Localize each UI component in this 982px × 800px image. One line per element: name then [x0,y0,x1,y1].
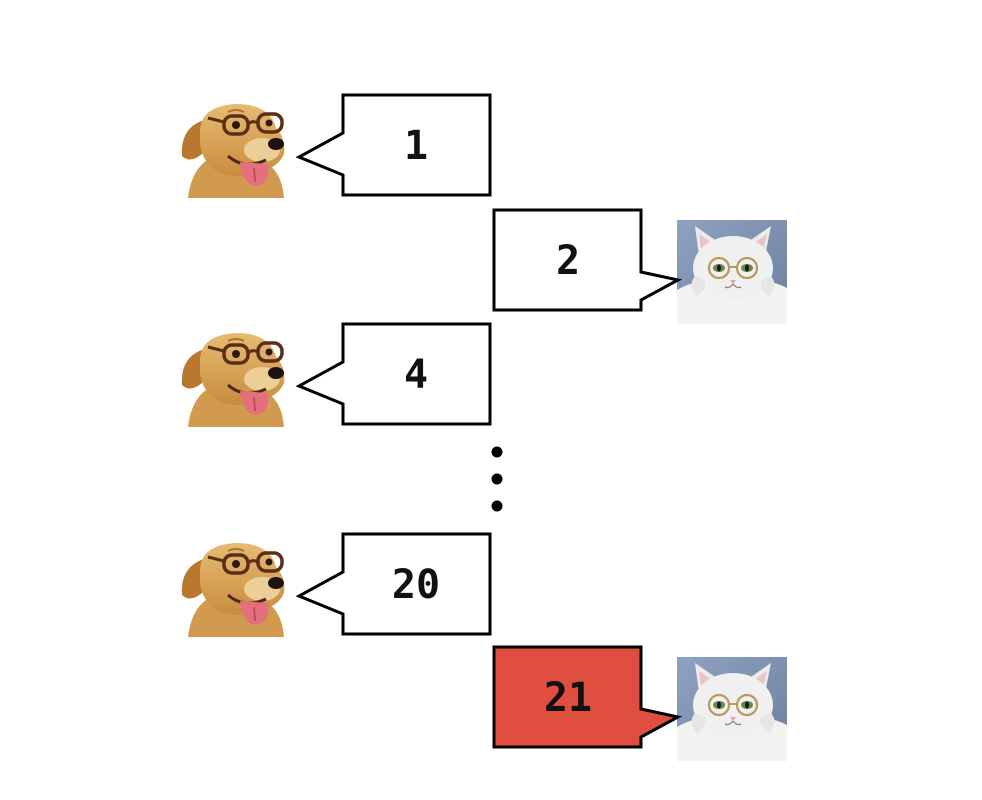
speech-bubble [295,93,492,197]
turn-cat: 2 [492,208,789,326]
conversation-turns: 1 2 4 20 21 [180,93,789,763]
speech-bubble [295,322,492,426]
speech-bubble [492,645,683,749]
turn-dog: 4 [180,322,492,429]
turn-cat: 21 [492,645,789,763]
turn-dog: 20 [180,532,492,639]
speech-bubble [492,208,683,312]
speech-bubble [295,532,492,636]
turn-dog: 1 [180,93,492,200]
dog-avatar-icon [180,541,287,639]
ellipsis-dot [491,446,503,458]
bubble-number: 4 [404,352,428,398]
cat-avatar-icon [675,218,789,326]
ellipsis-dot [491,473,503,485]
bubble-number: 1 [404,123,428,169]
ellipsis [491,446,503,512]
dog-avatar-icon [180,331,287,429]
bubble-number: 21 [544,675,592,721]
dog-avatar-icon [180,102,287,200]
ellipsis-dot [491,500,503,512]
cat-avatar-icon [675,655,789,763]
bubble-number: 20 [392,562,440,608]
bubble-number: 2 [556,238,580,284]
